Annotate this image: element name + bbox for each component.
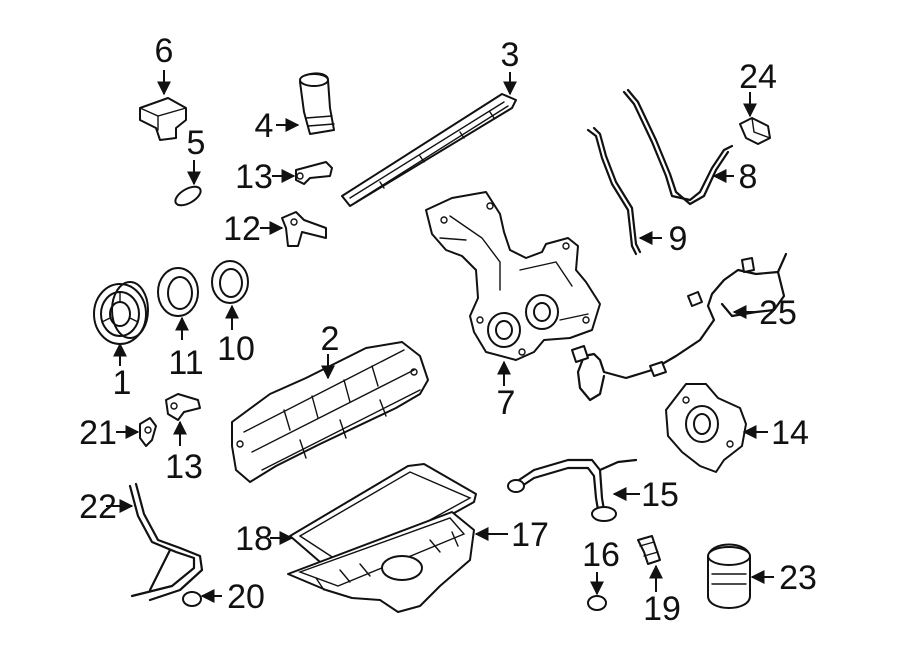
label-1: 1	[113, 364, 132, 402]
callout-labels: 6 5 4 13 12 3 24 8 9 25 1 11 10 2 7 14 2…	[79, 32, 817, 628]
part-3-gasket	[341, 93, 517, 207]
part-19-bolt	[637, 535, 661, 565]
part-5-cap-seal	[174, 185, 202, 207]
label-16: 16	[582, 536, 620, 574]
label-13-top: 13	[235, 158, 273, 196]
leader-arrows	[106, 70, 774, 603]
part-8-tube	[622, 88, 734, 206]
part-1-pulley	[93, 281, 149, 345]
part-6-oil-cap	[139, 97, 187, 141]
label-9: 9	[669, 220, 688, 258]
label-11: 11	[168, 344, 203, 382]
label-3: 3	[501, 36, 520, 74]
label-19: 19	[643, 590, 681, 628]
part-2-valve-cover	[231, 341, 429, 483]
label-17: 17	[511, 516, 549, 554]
part-25-harness	[571, 252, 788, 402]
part-14-oil-pump	[665, 383, 747, 473]
part-17-oil-pan	[287, 511, 475, 613]
label-25: 25	[759, 294, 797, 332]
part-9-tube	[586, 126, 642, 256]
label-15: 15	[641, 476, 679, 514]
part-22-guide	[128, 482, 204, 602]
label-12: 12	[223, 210, 261, 248]
part-11-seal	[157, 267, 199, 317]
label-18: 18	[235, 520, 273, 558]
part-4-filler-tube	[299, 72, 335, 135]
label-2: 2	[321, 320, 340, 358]
label-20: 20	[227, 578, 265, 616]
label-21: 21	[79, 414, 117, 452]
label-10: 10	[217, 330, 255, 368]
label-13-bottom: 13	[165, 448, 203, 486]
part-12-bracket	[281, 211, 327, 247]
label-23: 23	[779, 559, 817, 597]
part-20-oring	[182, 591, 202, 607]
part-23-oil-filter	[707, 543, 751, 609]
label-6: 6	[155, 32, 174, 70]
label-7: 7	[497, 384, 516, 422]
part-10-seal	[211, 260, 249, 304]
label-14: 14	[771, 414, 809, 452]
label-4: 4	[255, 107, 274, 145]
label-22: 22	[79, 488, 117, 526]
label-24: 24	[739, 58, 777, 96]
part-13-sensor-top	[295, 161, 333, 185]
part-16-plug	[587, 595, 607, 611]
part-7-timing-cover	[425, 191, 601, 361]
label-5: 5	[187, 124, 206, 162]
part-24-clip	[739, 117, 771, 145]
label-8: 8	[739, 158, 758, 196]
part-13-sensor-bottom	[165, 393, 201, 421]
part-15-pickup-tube	[507, 458, 638, 522]
part-21-sensor	[139, 417, 157, 447]
